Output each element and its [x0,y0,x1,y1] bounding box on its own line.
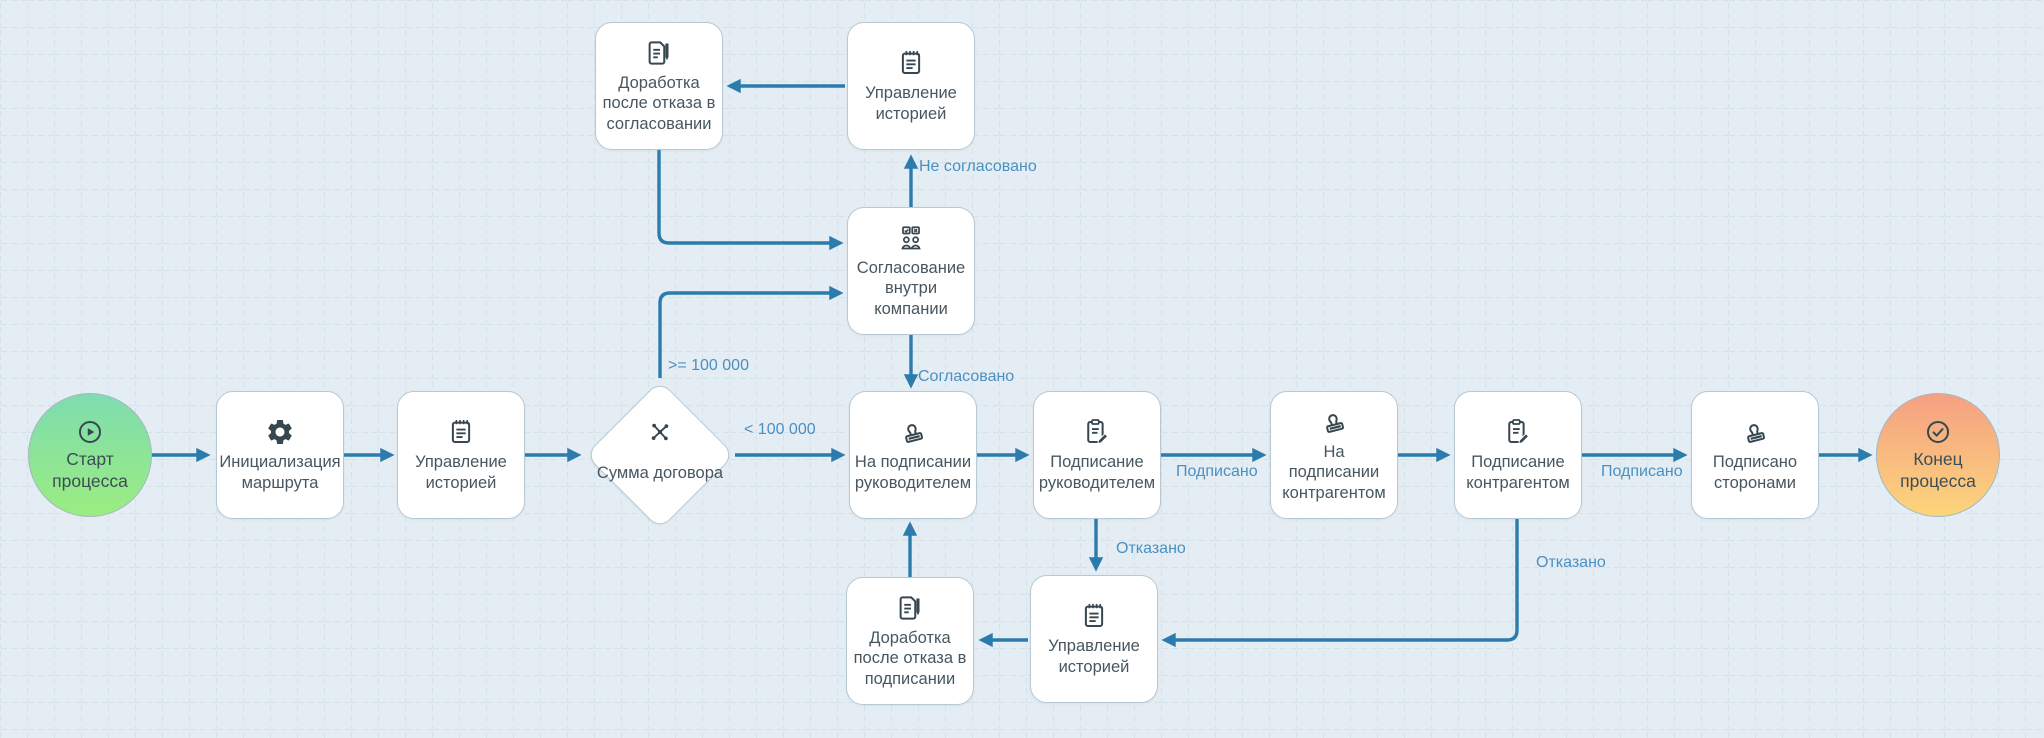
edge-label-approved: Согласовано [918,368,1015,385]
document-edit-icon [895,593,925,623]
edge-label-not-approved: Не согласовано [919,158,1037,175]
gateway-diamond [585,380,735,530]
edge-label-signed-counterparty: Подписано [1601,463,1683,480]
notepad-icon [446,417,476,447]
task-label: Управление историей [865,84,957,123]
task-label: Подписание контрагентом [1466,453,1570,492]
end-event-label: Конец процесса [1900,448,1976,491]
edge-label-lt-100000: < 100 000 [744,421,816,438]
task-label: На подписании руководителем [854,453,972,492]
task-history-top[interactable]: Управление историей [847,22,975,150]
edge-rework-approval-to-approval [657,150,844,251]
task-on-signing-counterparty[interactable]: На подписании контрагентом [1270,391,1398,519]
edge-label-gte-100000: >= 100 000 [668,357,749,374]
task-signed-parties[interactable]: Подписано сторонами [1691,391,1819,519]
task-signing-counterparty[interactable]: Подписание контрагентом [1454,391,1582,519]
edge-gateway-to-approval [658,285,844,378]
edge-label-signed-manager: Подписано [1176,463,1258,480]
stamp-icon [1319,407,1349,437]
stamp-icon [898,417,928,447]
start-event[interactable]: Старт процесса [28,393,152,517]
notepad-icon [1079,601,1109,631]
task-label: Управление историей [415,453,507,492]
task-label: Подписание руководителем [1038,453,1156,492]
task-label: На подписании контрагентом [1282,443,1386,502]
edge-label-rejected-counterparty: Отказано [1536,554,1606,571]
task-init-route[interactable]: Инициализация маршрута [216,391,344,519]
task-signing-manager[interactable]: Подписание руководителем [1033,391,1161,519]
notepad-icon [896,48,926,78]
task-label: Инициализация маршрута [219,453,341,492]
stamp-icon [1740,417,1770,447]
task-label: Доработка после отказа в подписании [853,629,967,688]
task-label: Управление историей [1048,637,1140,676]
task-history-main[interactable]: Управление историей [397,391,525,519]
task-history-bottom[interactable]: Управление историей [1030,575,1158,703]
play-circle-icon [76,418,104,446]
edge-signing-counterparty-rejected [1161,518,1519,648]
end-event[interactable]: Конец процесса [1876,393,2000,517]
start-event-label: Старт процесса [52,448,128,491]
clipboard-signature-icon [1503,417,1533,447]
route-split-icon [645,417,675,447]
task-label: Подписано сторонами [1712,453,1798,492]
task-label: Доработка после отказа в согласовании [602,74,716,133]
task-approval-internal[interactable]: Согласование внутри компании [847,207,975,335]
task-label: Согласование внутри компании [856,259,966,318]
edge-label-rejected-manager: Отказано [1116,540,1186,557]
gateway-label: Сумма договора [596,464,724,482]
gear-icon [265,417,295,447]
document-edit-icon [644,38,674,68]
task-rework-approval[interactable]: Доработка после отказа в согласовании [595,22,723,150]
task-rework-signing[interactable]: Доработка после отказа в подписании [846,577,974,705]
clipboard-signature-icon [1082,417,1112,447]
check-circle-icon [1924,418,1952,446]
gateway-contract-amount[interactable]: Сумма договора [585,380,735,530]
task-on-signing-manager[interactable]: На подписании руководителем [849,391,977,519]
people-vote-icon [896,223,926,253]
